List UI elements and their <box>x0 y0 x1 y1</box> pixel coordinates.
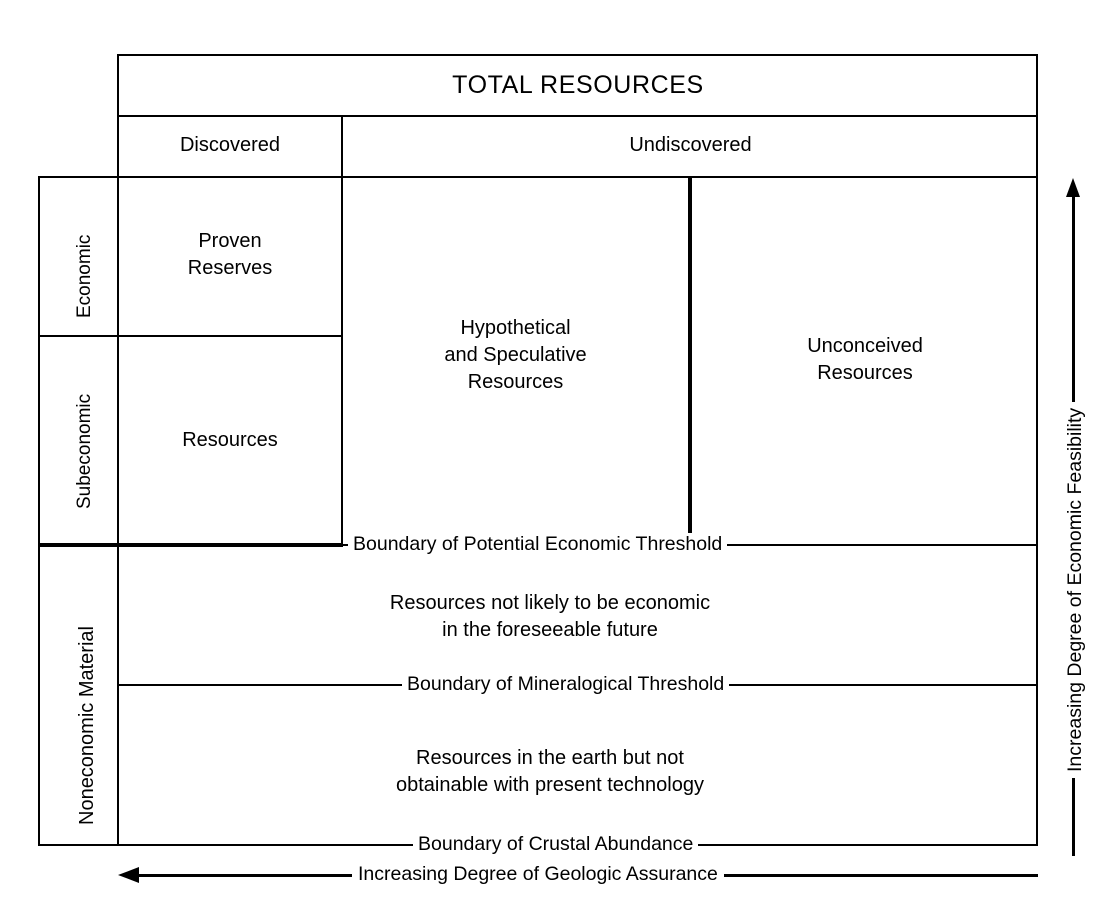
border-top <box>118 54 1038 56</box>
row-label-noneconomic-material: Noneconomic Material <box>76 626 98 825</box>
cell-resources-not-obtainable: Resources in the earth but not obtainabl… <box>396 747 704 796</box>
divider-economic-subeconomic <box>38 335 343 337</box>
label-boundary-mineralogical-threshold: Boundary of Mineralogical Threshold <box>402 673 730 696</box>
label-boundary-potential-economic-threshold: Boundary of Potential Economic Threshold <box>348 533 728 556</box>
divider-discovered-undiscovered <box>341 116 343 546</box>
line-potential-economic-threshold-left <box>38 543 343 547</box>
cell-unconceived-resources: Unconceived Resources <box>807 335 923 384</box>
row-label-subeconomic: Subeconomic <box>74 393 95 509</box>
border-left-outer <box>38 176 40 846</box>
column-header-discovered: Discovered <box>179 134 281 156</box>
divider-under-column-headers <box>38 176 1038 178</box>
cell-resources: Resources <box>182 429 278 451</box>
axis-arrow-economic-feasibility <box>1066 178 1080 197</box>
axis-label-economic-feasibility: Increasing Degree of Economic Feasibilit… <box>1064 401 1087 778</box>
diagram-title: TOTAL RESOURCES <box>452 71 704 99</box>
divider-under-title <box>118 115 1038 117</box>
label-boundary-crustal-abundance: Boundary of Crustal Abundance <box>413 833 699 856</box>
row-label-economic: Economic <box>74 234 95 318</box>
axis-label-geologic-assurance: Increasing Degree of Geologic Assurance <box>352 863 724 886</box>
divider-rowlabel-strip <box>117 54 119 846</box>
cell-proven-reserves: Proven Reserves <box>187 230 273 279</box>
column-header-undiscovered: Undiscovered <box>629 134 752 156</box>
cell-resources-not-likely-economic: Resources not likely to be economic in t… <box>389 592 711 641</box>
cell-hypothetical-speculative-resources: Hypothetical and Speculative Resources <box>444 317 587 393</box>
divider-hypothetical-unconceived <box>688 177 692 545</box>
border-right <box>1036 54 1038 846</box>
axis-arrow-geologic-assurance <box>118 867 139 883</box>
